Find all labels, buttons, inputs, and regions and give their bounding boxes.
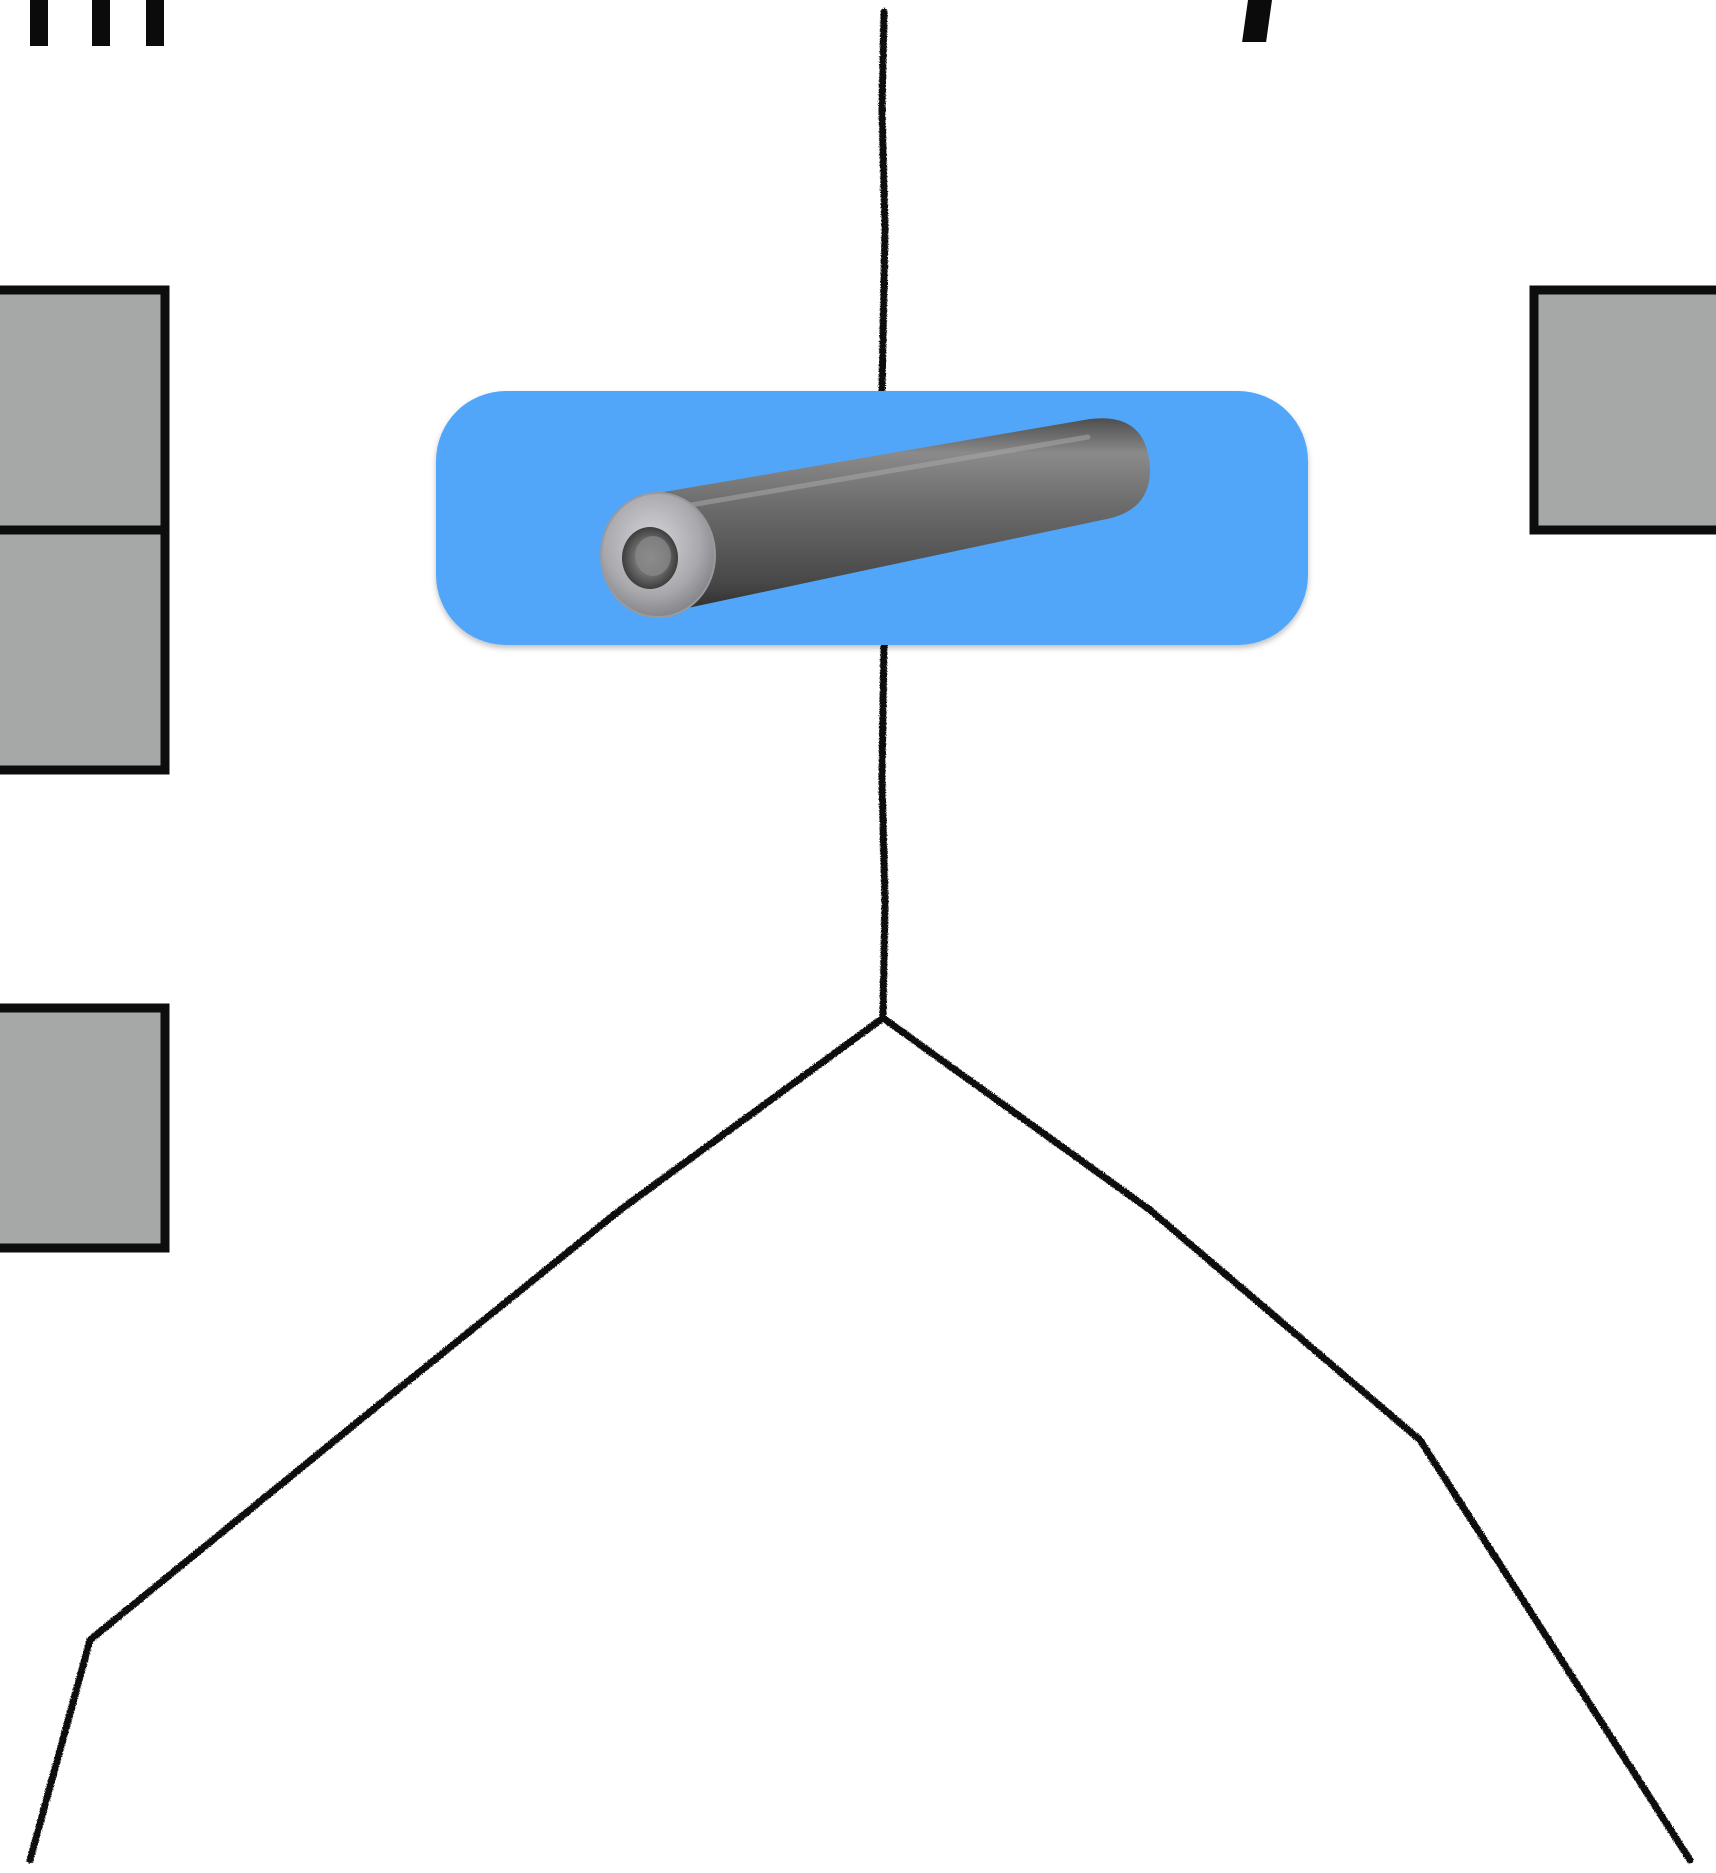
- slot-stack-left: [0, 285, 170, 775]
- slot-box: [0, 525, 170, 775]
- slot-box-right: [1529, 285, 1716, 535]
- clipped-heading-glyphs: [30, 0, 1272, 46]
- line-branch-left: [26, 1014, 887, 1864]
- slot-box: [0, 285, 170, 535]
- line-top-vertical: [878, 8, 889, 394]
- slot-box-left-lower: [0, 1003, 170, 1253]
- line-middle-vertical: [878, 636, 889, 1019]
- pipe-icon: [600, 418, 1150, 618]
- pipe-tile[interactable]: [436, 391, 1308, 645]
- line-branch-right: [879, 1014, 1694, 1864]
